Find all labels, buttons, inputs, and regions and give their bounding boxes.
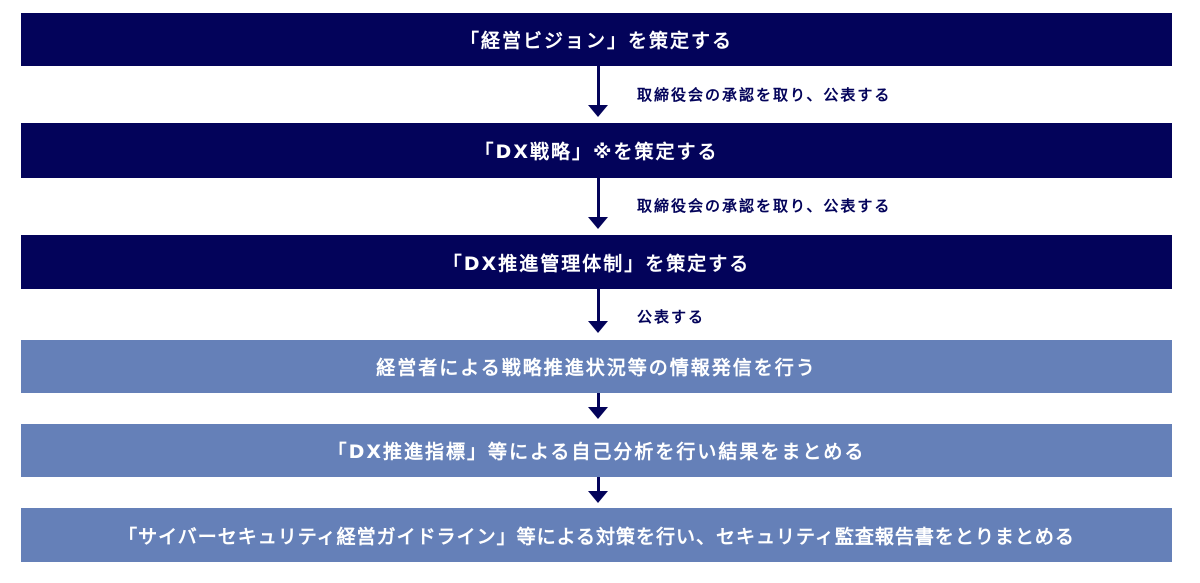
step-5-box: 「DX推進指標」等による自己分析を行い結果をまとめる [21, 424, 1172, 477]
step-label: 「DX推進指標」等による自己分析を行い結果をまとめる [327, 441, 866, 463]
step-label: 「DX戦略」※を策定する [474, 141, 719, 163]
step-label: 「サイバーセキュリティ経営ガイドライン」等による対策を行い、セキュリティ監査報告… [118, 525, 1075, 548]
step-6-box: 「サイバーセキュリティ経営ガイドライン」等による対策を行い、セキュリティ監査報告… [21, 508, 1172, 562]
step-label: 経営者による戦略推進状況等の情報発信を行う [376, 357, 817, 379]
arrow-down-icon [588, 393, 608, 419]
transition-label: 公表する [637, 308, 706, 326]
arrow-down-icon [588, 289, 608, 333]
transition-label: 取締役会の承認を取り、公表する [637, 86, 892, 104]
step-4-box: 経営者による戦略推進状況等の情報発信を行う [21, 340, 1172, 393]
step-1-box: 「経営ビジョン」を策定する [21, 13, 1172, 66]
step-2-box: 「DX戦略」※を策定する [21, 123, 1172, 178]
arrow-down-icon [588, 178, 608, 229]
transition-label: 取締役会の承認を取り、公表する [637, 197, 892, 215]
arrow-down-icon [588, 66, 608, 117]
step-label: 「DX推進管理体制」を策定する [442, 252, 751, 275]
arrow-down-icon [588, 477, 608, 503]
step-3-box: 「DX推進管理体制」を策定する [21, 235, 1172, 289]
step-label: 「経営ビジョン」を策定する [459, 30, 733, 52]
